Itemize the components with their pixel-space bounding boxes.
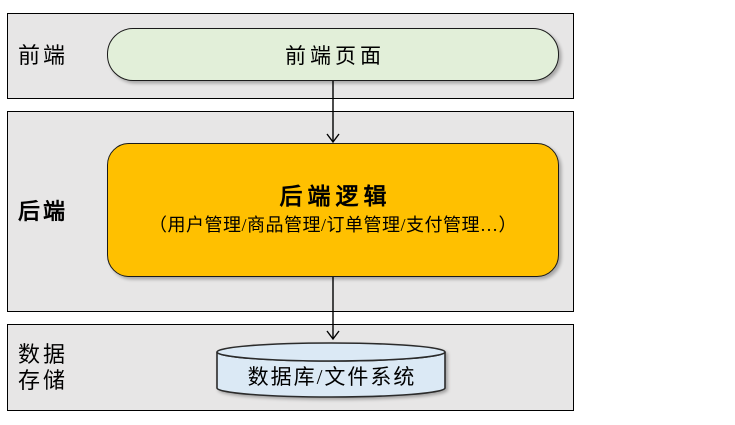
frontend-page-label: 前端页面 (285, 43, 385, 68)
backend-logic-node: 后端逻辑 （用户管理/商品管理/订单管理/支付管理…） (107, 143, 559, 277)
backend-logic-subtitle: （用户管理/商品管理/订单管理/支付管理…） (148, 215, 517, 235)
backend-logic-title: 后端逻辑 (279, 184, 392, 209)
band-backend-label: 后端 (18, 198, 69, 224)
data-store-label: 数据库/文件系统 (247, 365, 417, 389)
band-storage-label-line2: 存储 (18, 367, 69, 393)
band-storage-label-line1: 数据 (18, 341, 69, 367)
data-store-node: 数据库/文件系统 (215, 341, 449, 399)
band-frontend-label: 前端 (18, 43, 69, 68)
frontend-page-node: 前端页面 (107, 28, 559, 81)
band-storage-label: 数据存储 (18, 342, 68, 394)
database-cylinder-icon (216, 342, 446, 398)
